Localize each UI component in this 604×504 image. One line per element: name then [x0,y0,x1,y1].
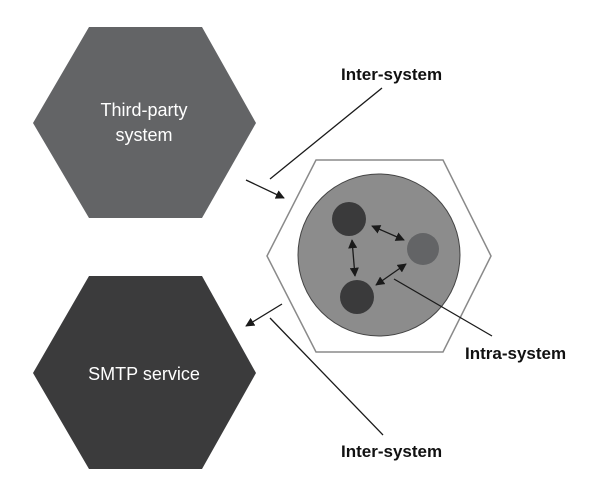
smtp-service-label: SMTP service [88,364,200,384]
intra-arrow-top-bottom [348,239,359,277]
intra-system-leader [393,278,493,337]
intra-arrow-bottom-right [375,263,407,286]
third-party-hexagon [33,27,256,218]
inter-system-top-leader [269,87,383,180]
third-party-label-line2: system [115,125,172,145]
inter-system-bottom-leader [269,317,384,436]
internal-component-top [332,202,366,236]
smtp-service-node: SMTP service [33,276,256,469]
third-party-system-node: Third-party system [33,27,256,218]
central-system-node [266,159,492,353]
third-party-label-line1: Third-party [100,100,187,120]
inbound-arrow-from-third-party [245,179,285,199]
internal-component-bottom [340,280,374,314]
intra-system-label: Intra-system [465,344,566,363]
intra-arrow-top-right [371,225,405,241]
internal-component-right [407,233,439,265]
inter-system-bottom-label: Inter-system [341,442,442,461]
outbound-arrow-to-smtp [245,303,283,327]
smtp-hexagon [33,276,256,469]
inter-system-top-label: Inter-system [341,65,442,84]
